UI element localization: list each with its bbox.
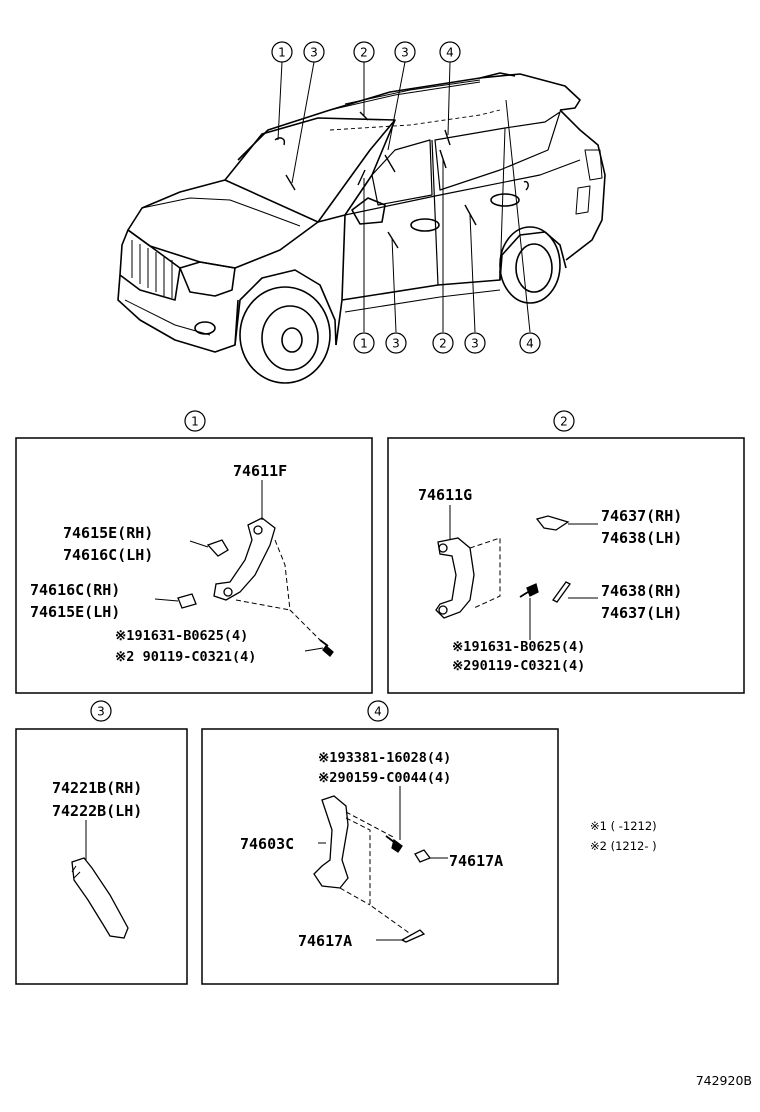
callout-circle	[385, 332, 407, 354]
part-number: ※290159-C0044(4)	[318, 770, 451, 786]
part-number: 74617A	[449, 852, 503, 870]
callout-circle	[271, 41, 293, 63]
panel-3-parts	[71, 857, 129, 939]
panel-1-leaders	[154, 480, 324, 652]
part-number: ※290119-C0321(4)	[452, 658, 585, 674]
panel-1-parts	[177, 517, 334, 657]
part-number: 74615E(LH)	[30, 603, 120, 621]
panel-4-number: 4	[374, 705, 382, 719]
callout-circle	[519, 332, 541, 354]
diagram-code: 742920B	[696, 1073, 752, 1088]
part-number: 74616C(RH)	[30, 581, 120, 599]
vehicle-callouts: 1 3 2 3 4 1 3 2 3 4	[271, 41, 541, 354]
panel-2-frame	[387, 437, 745, 694]
part-number: ※2 90119-C0321(4)	[115, 649, 256, 665]
callout-number: 3	[392, 337, 400, 351]
panel-4-leaders	[318, 786, 448, 941]
part-number: 74615E(RH)	[63, 524, 153, 542]
part-number: ※191631-B0625(4)	[115, 628, 248, 644]
part-number: 74617A	[298, 932, 352, 950]
callout-number: 3	[471, 337, 479, 351]
callout-number: 1	[360, 337, 368, 351]
part-number: 74611G	[418, 486, 472, 504]
part-number: ※191631-B0625(4)	[452, 639, 585, 655]
panel-1-callout	[184, 410, 206, 432]
panel-3-frame	[15, 728, 188, 985]
panel-2-callout	[553, 410, 575, 432]
panel-4-parts	[313, 795, 432, 943]
callout-number: 1	[278, 46, 286, 60]
callout-number: 4	[526, 337, 534, 351]
part-number: ※193381-16028(4)	[318, 750, 451, 766]
panel-2-leaders	[449, 505, 598, 640]
callout-number: 3	[310, 46, 318, 60]
panel-3-number: 3	[97, 705, 105, 719]
panel-3-callout	[90, 700, 112, 722]
callout-number: 4	[446, 46, 454, 60]
note-production-1: ※1 ( -1212)	[590, 819, 657, 833]
part-number: 74221B(RH)	[52, 779, 142, 797]
callout-number: 2	[360, 46, 368, 60]
callout-circle	[303, 41, 325, 63]
vehicle-leader-lines	[277, 61, 531, 333]
callout-circle	[439, 41, 461, 63]
callout-circle	[353, 41, 375, 63]
vehicle-illustration	[117, 72, 606, 384]
callout-circle	[353, 332, 375, 354]
part-number: 74616C(LH)	[63, 546, 153, 564]
panel-2-parts	[435, 515, 571, 619]
panel-1-frame	[15, 437, 373, 694]
part-number: 74637(RH)	[601, 507, 682, 525]
panel-4-frame	[201, 728, 559, 985]
callout-number: 3	[401, 46, 409, 60]
part-number: 74637(LH)	[601, 604, 682, 622]
panel-4-callout	[367, 700, 389, 722]
callout-circle	[464, 332, 486, 354]
panel-2-number: 2	[560, 415, 568, 429]
callout-circle	[432, 332, 454, 354]
part-number: 74638(LH)	[601, 529, 682, 547]
callout-circle	[394, 41, 416, 63]
note-production-2: ※2 (1212- )	[590, 839, 657, 853]
callout-number: 2	[439, 337, 447, 351]
part-number: 74603C	[240, 835, 294, 853]
panel-1-number: 1	[191, 415, 199, 429]
part-number: 74611F	[233, 462, 287, 480]
part-number: 74222B(LH)	[52, 802, 142, 820]
part-number: 74638(RH)	[601, 582, 682, 600]
